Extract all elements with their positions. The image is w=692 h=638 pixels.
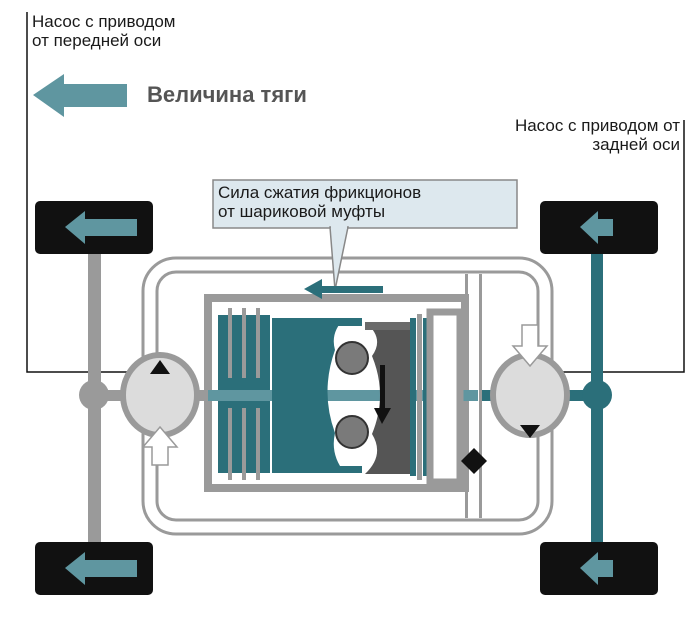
wheel-arrow-icon (65, 552, 137, 585)
thrust-label: Величина тяги (147, 82, 307, 107)
rear-pump (490, 324, 570, 438)
clutch-drum (272, 318, 345, 473)
wheel-front-left (35, 201, 153, 254)
pump-direction-icon (520, 425, 540, 438)
wheel-arrow-icon (580, 552, 613, 585)
clutch-force-label-line-2: от шариковой муфты (218, 202, 386, 221)
rear-axle-joint (582, 380, 612, 410)
pump-direction-icon (150, 360, 170, 374)
clutch-force-label: Сила сжатия фрикционов от шариковой муфт… (218, 183, 421, 221)
thrust-arrow-icon (33, 74, 127, 117)
friction-plates-right (410, 308, 464, 486)
clutch-force-arrow-shaft (318, 286, 383, 293)
ramp-arrow-icon (374, 408, 391, 424)
ball-upper (335, 341, 369, 375)
front-pump-label-line-2: от передней оси (32, 31, 162, 50)
pump-flow-arrow-icon (141, 425, 179, 466)
front-pump-label: Насос с приводом от передней оси (32, 12, 175, 50)
ball-lower (335, 415, 369, 449)
clutch-force-label-line-1: Сила сжатия фрикционов (218, 183, 422, 202)
friction-plates-gray (228, 308, 260, 480)
ball-ramp-plate (365, 322, 410, 474)
front-pump-leader-line (26, 12, 130, 373)
front-pump-label-line-1: Насос с приводом (32, 12, 176, 31)
clutch-force-callout (212, 179, 518, 229)
wheel-front-right (35, 542, 153, 595)
wheel-rear-left (540, 201, 658, 254)
wheel-arrow-icon (65, 211, 137, 244)
rear-pump-label: Насос с приводом от задней оси (515, 116, 680, 154)
check-valve-icon (461, 448, 487, 474)
wheel-arrow-icon (580, 211, 613, 244)
rear-pump-label-line-2: задней оси (592, 135, 680, 154)
front-axle-joint (79, 380, 109, 410)
clutch-force-arrow-icon (304, 279, 322, 299)
rear-pump-label-line-1: Насос с приводом от (514, 116, 680, 135)
wheel-rear-right (540, 542, 658, 595)
clutch-center-shaft (208, 390, 478, 401)
front-pump (120, 352, 200, 466)
pump-flow-arrow-icon (511, 324, 549, 368)
ramp-arrow-shaft (380, 365, 385, 410)
